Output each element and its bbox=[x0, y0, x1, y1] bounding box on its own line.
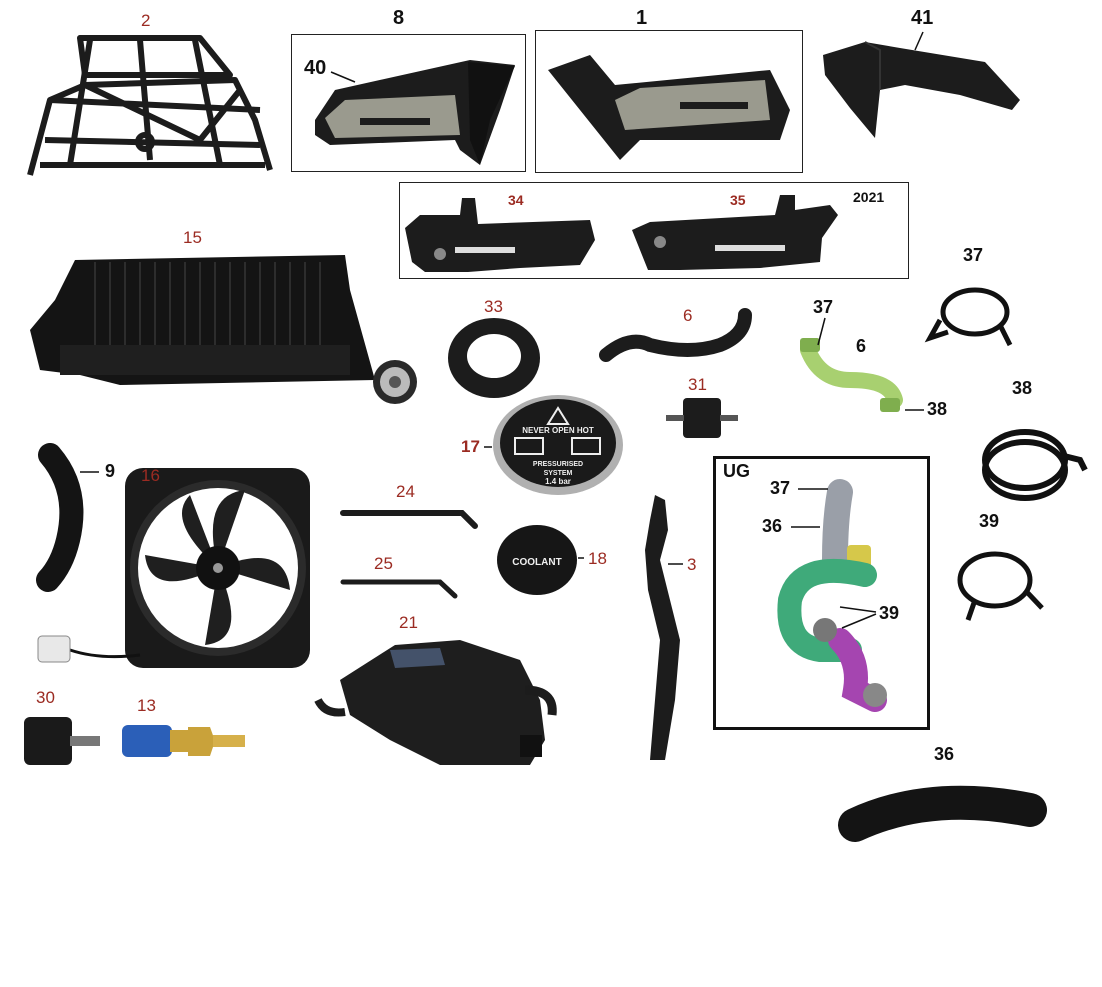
ug-label: UG bbox=[723, 461, 750, 481]
callout-1: 1 bbox=[636, 7, 648, 29]
callout-13: 13 bbox=[137, 696, 156, 715]
callout-38-mid: 38 bbox=[927, 399, 948, 419]
callout-3: 3 bbox=[687, 555, 697, 574]
part-31-mount bbox=[666, 398, 738, 438]
part-2-radiator-frame bbox=[27, 35, 273, 176]
callout-38-right: 38 bbox=[1012, 378, 1033, 398]
part-6-hose bbox=[599, 308, 752, 362]
year-label: 2021 bbox=[853, 189, 885, 205]
callout-30: 30 bbox=[36, 688, 55, 707]
callout-21: 21 bbox=[399, 613, 418, 632]
svg-text:SYSTEM: SYSTEM bbox=[544, 470, 573, 477]
callout-33: 33 bbox=[484, 297, 503, 316]
callout-25: 25 bbox=[374, 554, 393, 573]
part-3-bracket bbox=[645, 495, 680, 760]
callout-6-green: 6 bbox=[856, 336, 867, 356]
svg-text:NEVER OPEN HOT: NEVER OPEN HOT bbox=[522, 426, 594, 435]
part-9-hose bbox=[36, 443, 84, 592]
callout-37-ug: 37 bbox=[770, 478, 791, 498]
part-8-side-cover bbox=[315, 60, 515, 165]
callout-18: 18 bbox=[588, 549, 607, 568]
frame-2021-brackets bbox=[399, 182, 909, 279]
callout-36-ug: 36 bbox=[762, 516, 783, 536]
callout-37-mid: 37 bbox=[813, 297, 834, 317]
callout-36-bottom: 36 bbox=[934, 744, 955, 764]
part-13-temp-sensor bbox=[122, 725, 245, 757]
part-1-side-cover bbox=[548, 55, 790, 160]
part-17-radiator-cap: NEVER OPEN HOT PRESSURISED SYSTEM 1.4 ba… bbox=[493, 395, 623, 495]
svg-text:COOLANT: COOLANT bbox=[512, 557, 561, 568]
callout-8: 8 bbox=[393, 7, 405, 29]
part-6-hose-assembly bbox=[800, 338, 903, 412]
callout-17: 17 bbox=[461, 437, 480, 456]
callout-39-right: 39 bbox=[979, 511, 1000, 531]
part-36-hose bbox=[838, 785, 1047, 842]
leader-lines bbox=[80, 31, 924, 629]
part-38-clamp bbox=[982, 429, 1088, 501]
callout-40: 40 bbox=[304, 57, 327, 79]
callout-24: 24 bbox=[396, 482, 415, 501]
callout-16: 16 bbox=[141, 466, 160, 485]
part-39-clamp bbox=[957, 551, 1044, 621]
part-16-fan bbox=[37, 468, 310, 668]
part-37-clamp bbox=[924, 287, 1013, 347]
callout-35: 35 bbox=[730, 192, 746, 208]
part-24-rod bbox=[340, 510, 478, 529]
callout-9: 9 bbox=[105, 461, 116, 481]
part-21-reservoir bbox=[314, 640, 557, 765]
callout-31: 31 bbox=[688, 375, 707, 394]
part-35-bracket bbox=[632, 195, 838, 270]
part-15-radiator bbox=[30, 255, 417, 404]
callout-37-top: 37 bbox=[963, 245, 984, 265]
part-41-fairing bbox=[823, 41, 1020, 138]
frame-part-8 bbox=[291, 34, 526, 172]
part-18-reservoir-cap: COOLANT bbox=[497, 525, 577, 595]
part-30-mount bbox=[24, 717, 100, 765]
callout-15: 15 bbox=[183, 228, 202, 247]
callout-41: 41 bbox=[911, 7, 934, 29]
callout-6: 6 bbox=[683, 306, 693, 325]
callout-2: 2 bbox=[141, 11, 151, 30]
ug-hose-assembly bbox=[777, 479, 887, 712]
callout-34: 34 bbox=[508, 192, 524, 208]
part-34-bracket bbox=[405, 198, 595, 272]
part-25-rod bbox=[340, 579, 458, 599]
frame-ug-hose-assembly bbox=[713, 456, 930, 730]
callout-39-ug: 39 bbox=[879, 603, 900, 623]
svg-text:PRESSURISED: PRESSURISED bbox=[533, 461, 583, 468]
part-33-gasket bbox=[448, 318, 540, 398]
svg-text:1.4 bar: 1.4 bar bbox=[545, 477, 571, 486]
frame-part-1 bbox=[535, 30, 803, 173]
